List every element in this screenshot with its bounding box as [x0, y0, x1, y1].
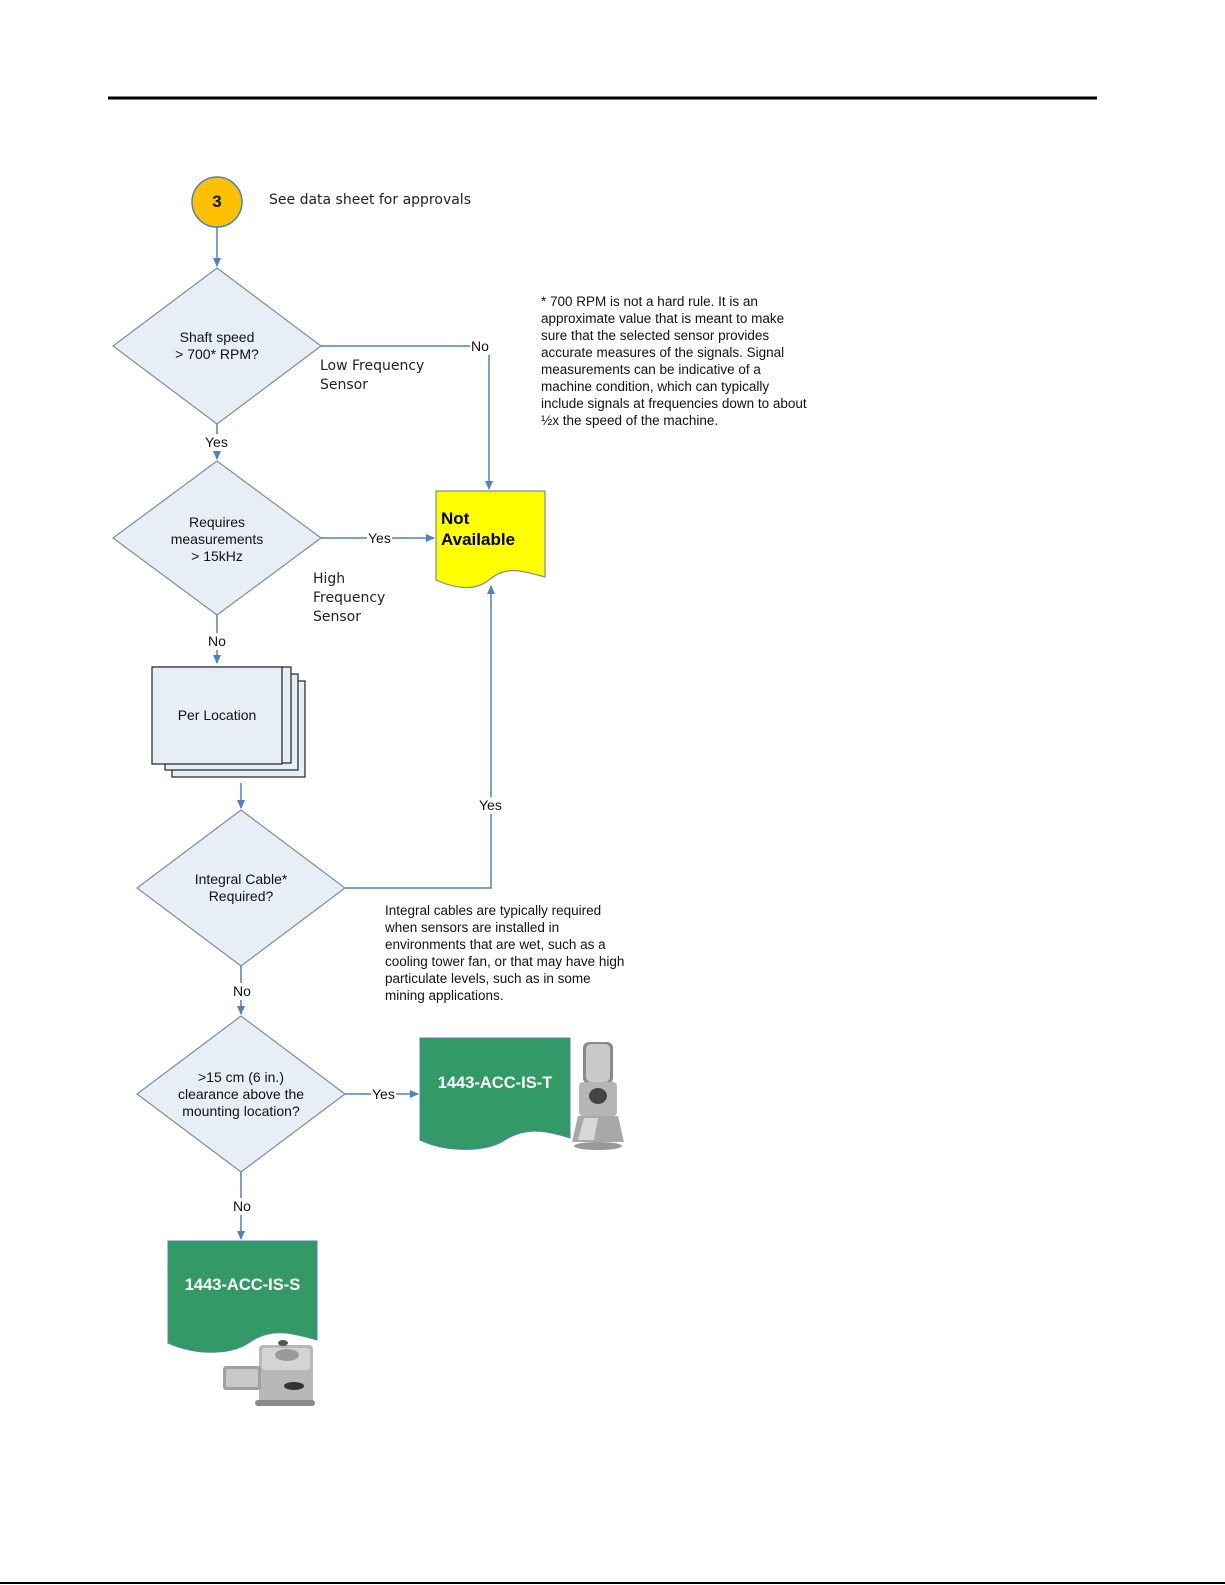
start-connector-number: 3 [212, 192, 222, 211]
acc-s-shape [167, 1240, 318, 1353]
sensor-t-image [572, 1042, 624, 1150]
decision-integral-cable-text: Integral Cable* Required? [194, 871, 288, 904]
edge-label-yes-shaft: Yes [205, 434, 228, 451]
edge-label-yes-measure: Yes [367, 530, 392, 547]
decision-clearance-text: >15 cm (6 in.) clearance above the mount… [177, 1068, 305, 1119]
rpm-note: * 700 RPM is not a hard rule. It is an a… [541, 294, 807, 428]
low-frequency-sensor-label: Low Frequency Sensor [320, 358, 425, 393]
not-available-shape [435, 490, 546, 589]
edge-label-no-measure: No [208, 633, 226, 650]
edge-cable-yes [345, 585, 495, 889]
edge-label-no-shaft: No [470, 338, 490, 355]
acc-s-text: 1443-ACC-IS-S [184, 1275, 301, 1294]
integral-cable-note: Integral cables are typically required w… [385, 903, 625, 1003]
not-available-text: Not Available [441, 509, 516, 549]
start-connector-note: See data sheet for approvals [269, 192, 471, 208]
acc-t-shape [419, 1037, 571, 1150]
sensor-s-image [223, 1340, 315, 1406]
edge-label-yes-clearance: Yes [371, 1086, 396, 1103]
per-location-shape [151, 666, 283, 765]
edge-label-no-cable: No [233, 983, 251, 1000]
per-location-text: Per Location [177, 707, 257, 723]
high-frequency-sensor-label: High Frequency Sensor [313, 571, 386, 625]
decision-measurements-text: Requires measurements > 15kHz [170, 513, 264, 564]
edge-label-yes-cable: Yes [478, 797, 503, 814]
acc-t-text: 1443-ACC-IS-T [437, 1073, 553, 1092]
edge-label-no-clearance: No [233, 1198, 251, 1215]
decision-shaft-speed-text: Shaft speed > 700* RPM? [175, 329, 259, 362]
